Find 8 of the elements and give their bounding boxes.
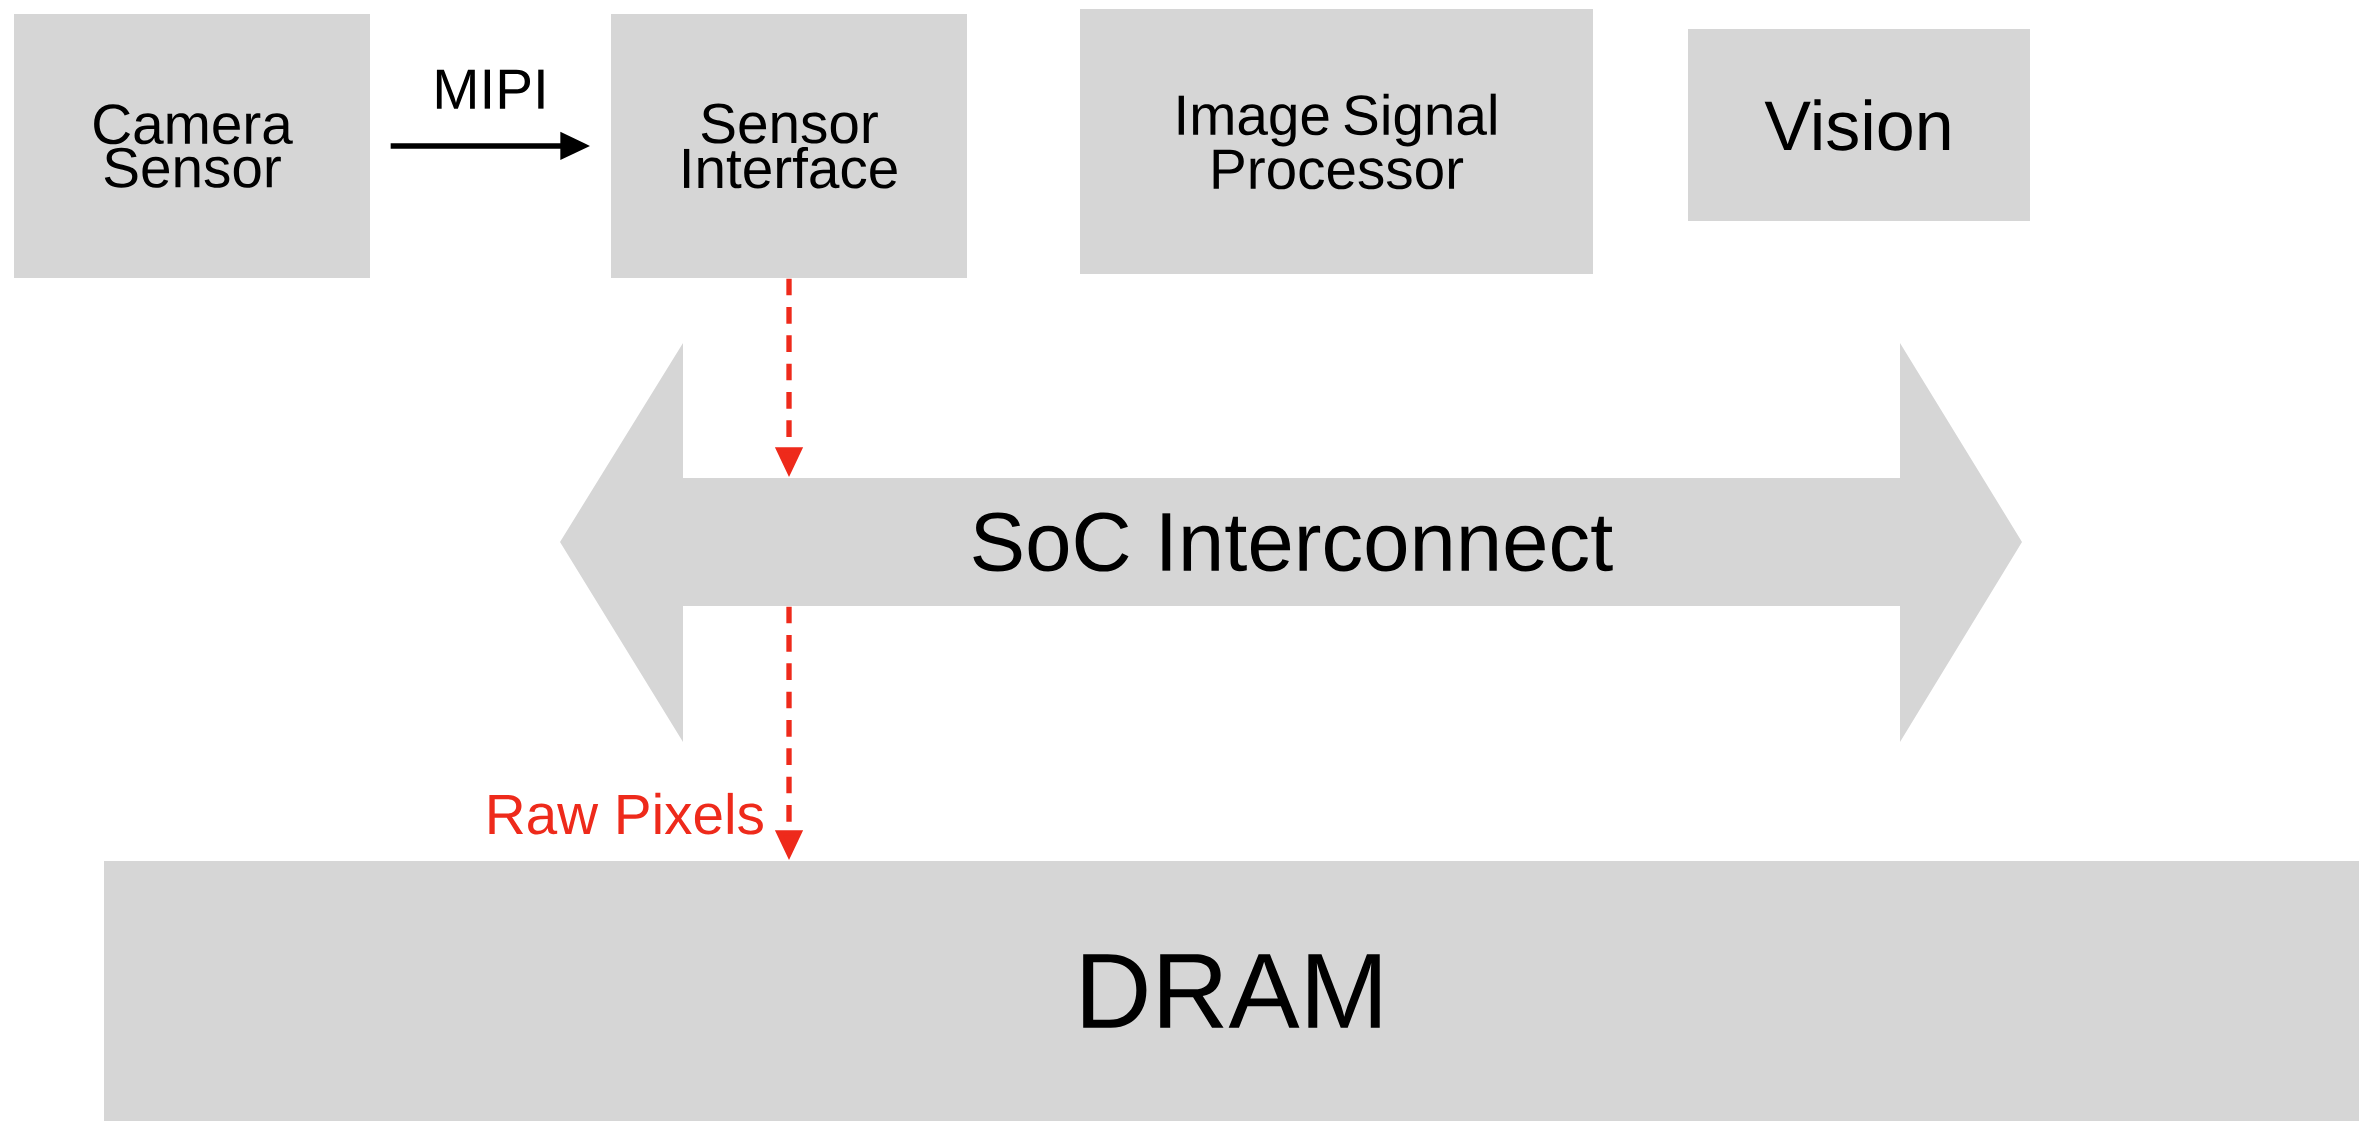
memory-block: DRAM bbox=[104, 861, 2359, 1121]
process-box: Vision bbox=[1688, 29, 2030, 221]
process-box: Camera Sensor bbox=[14, 14, 370, 278]
process-box: Image Signal Processor bbox=[1080, 9, 1593, 274]
edge-label: Raw Pixels bbox=[489, 792, 763, 835]
double-arrow-bus: SoC Interconnect bbox=[560, 343, 2022, 742]
edge-label: MIPI bbox=[436, 69, 544, 109]
process-box: Sensor Interface bbox=[611, 14, 967, 278]
